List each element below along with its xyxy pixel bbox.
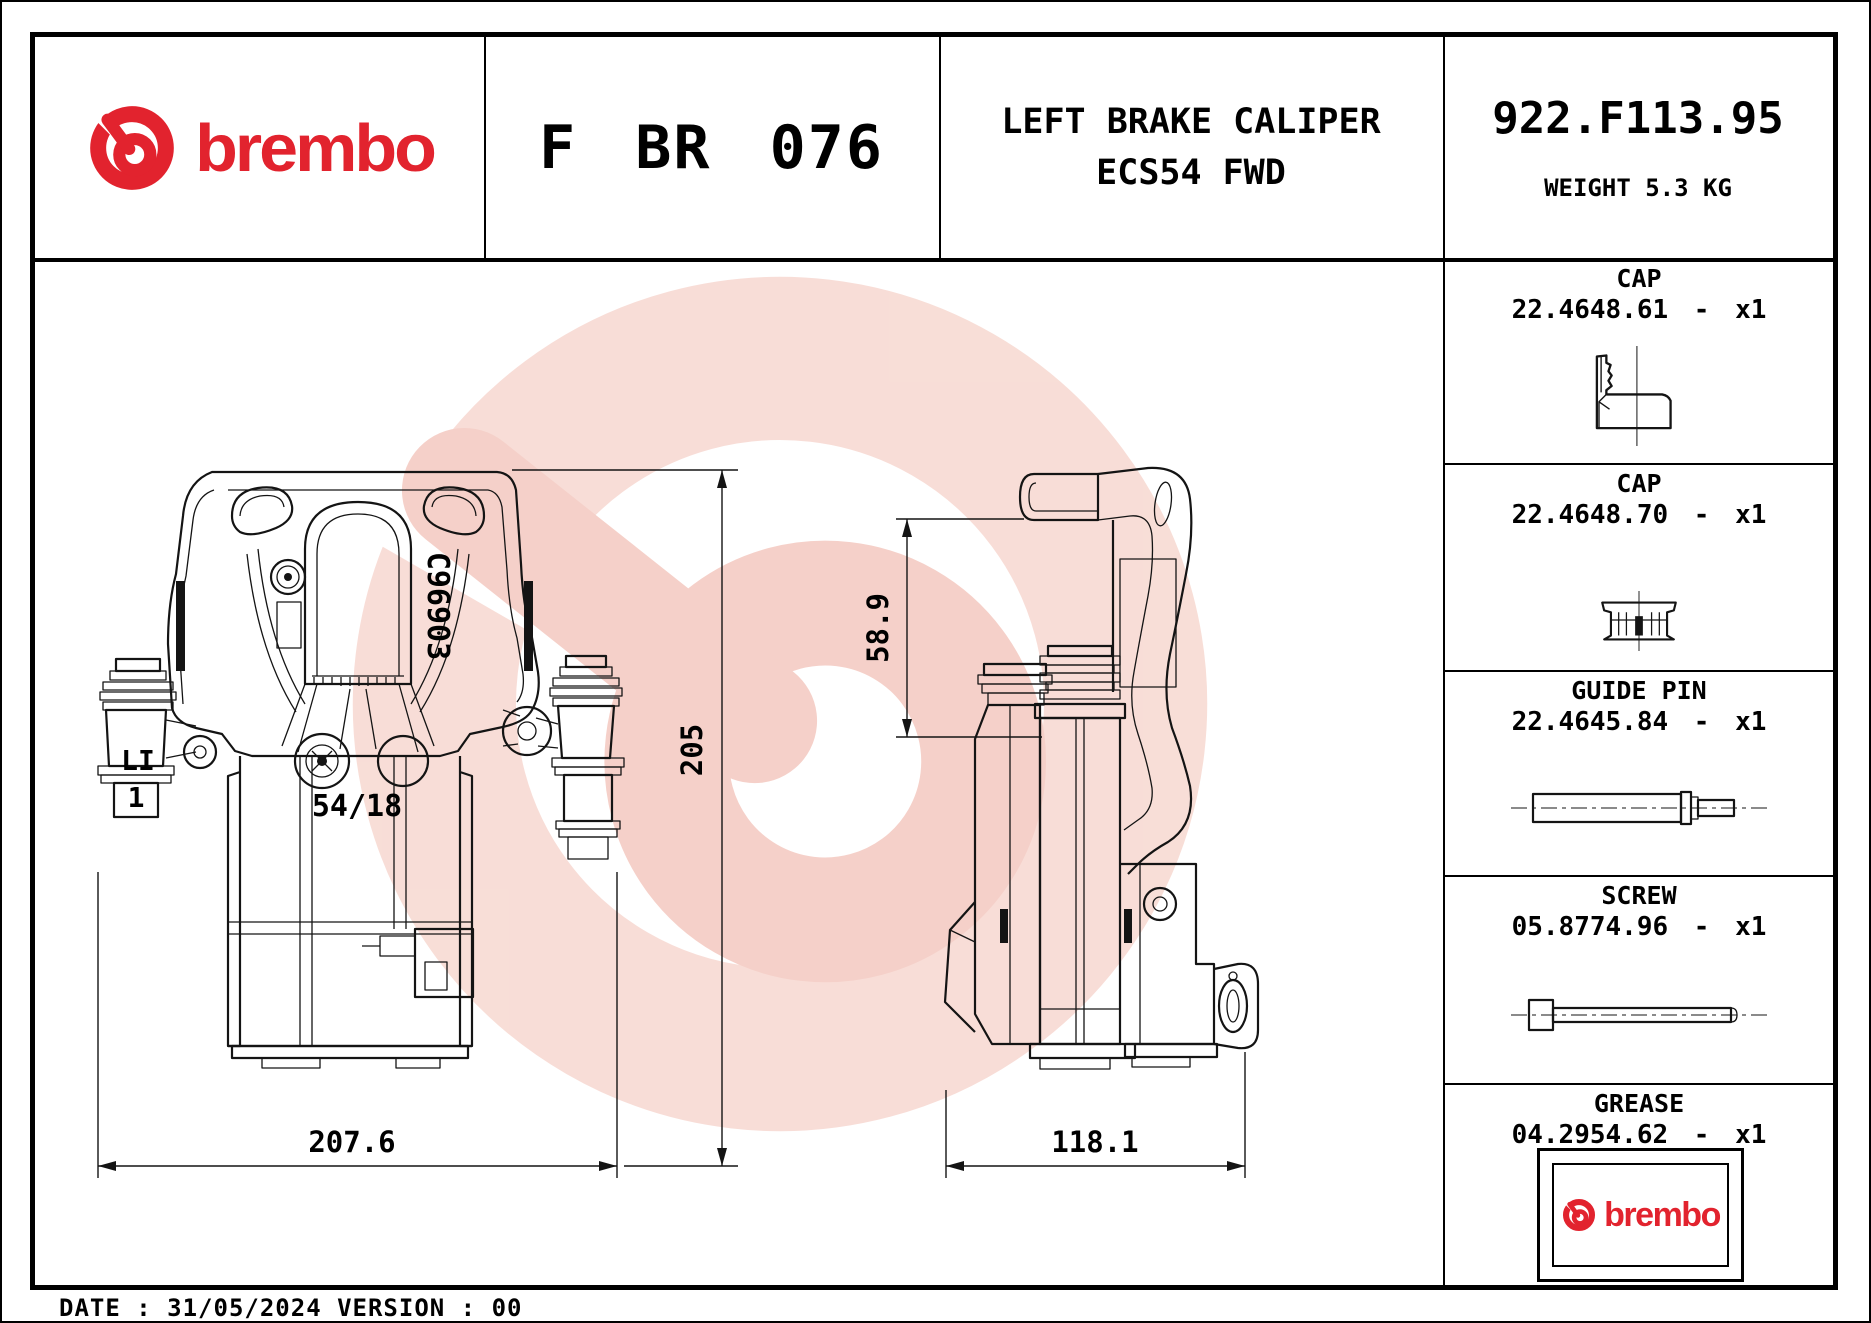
header-bottom-rule	[35, 258, 1833, 262]
weight-label: WEIGHT 5.3 KG	[1544, 174, 1732, 202]
kit-section-cap-2: CAP 22.4648.70 - x1	[1445, 463, 1833, 670]
drawing-labels: LI 1 54/18 C96903	[121, 552, 455, 824]
sidebar-divider-3	[1443, 875, 1833, 877]
header-divider-2	[939, 37, 941, 258]
sidebar-left-rule	[1443, 258, 1445, 1285]
kit-item-part: 22.4645.84 - x1	[1511, 707, 1767, 737]
part-number: 922.F113.95	[1492, 93, 1784, 144]
kit-item-part: 22.4648.70 - x1	[1511, 500, 1767, 530]
product-title-line1: LEFT BRAKE CALIPER	[1001, 101, 1381, 142]
kit-item-title: GUIDE PIN	[1571, 676, 1707, 705]
drawing-frame: brembo F BR 076 LEFT BRAKE CALIPER ECS54…	[30, 32, 1838, 1290]
kit-item-title: CAP	[1616, 264, 1662, 293]
grease-brand-wordmark: brembo	[1604, 1196, 1721, 1234]
guide-pin-icon	[1511, 790, 1767, 826]
product-title-line2: ECS54 FWD	[1096, 152, 1286, 193]
kit-item-part: 05.8774.96 - x1	[1511, 912, 1767, 942]
kit-section-guide-pin: GUIDE PIN 22.4645.84 - x1	[1445, 670, 1833, 875]
bleeder-fitting-left	[97, 657, 218, 819]
catalogue-code: F BR 076	[539, 112, 884, 183]
brand-logo: brembo	[35, 37, 484, 258]
footer-revision: DATE : 31/05/2024 VERSION : 00	[59, 1294, 523, 1322]
kit-item-part: 04.2954.62 - x1	[1511, 1120, 1767, 1150]
kit-section-screw: SCREW 05.8774.96 - x1	[1445, 875, 1833, 1083]
brembo-mark-icon	[88, 103, 174, 190]
sidebar-divider-1	[1443, 463, 1833, 465]
sidebar-divider-4	[1443, 1083, 1833, 1085]
dimension-annotations: 207.6 205 58.9 118.1	[97, 469, 1246, 1178]
catalogue-code-cell: F BR 076	[484, 37, 939, 258]
bleeder-number-label: 1	[128, 781, 145, 814]
dim-overall-height: 205	[675, 724, 709, 776]
screw-icon	[1511, 998, 1767, 1032]
caliper-technical-drawing: 207.6 205 58.9 118.1 LI 1	[97, 276, 1260, 1178]
sidebar-divider-2	[1443, 670, 1833, 672]
grease-pack-label: brembo	[1552, 1163, 1729, 1267]
caliper-front-view	[97, 470, 625, 1069]
bleeder-fitting-right	[535, 654, 625, 860]
brembo-mark-icon	[1562, 1198, 1596, 1232]
header-divider-3	[1443, 37, 1445, 258]
dim-overall-width: 207.6	[308, 1125, 395, 1159]
kit-item-title: CAP	[1616, 469, 1662, 498]
cap-angle-icon	[1595, 346, 1672, 446]
caliper-side-view	[943, 466, 1260, 1070]
dim-bracket-offset: 58.9	[861, 593, 895, 663]
kit-item-part: 22.4648.61 - x1	[1511, 295, 1767, 325]
pad-spec-label: 54/18	[312, 789, 402, 824]
kit-item-title: SCREW	[1601, 881, 1677, 910]
kit-item-title: GREASE	[1593, 1089, 1685, 1118]
brembo-watermark	[258, 276, 1208, 1132]
cap-plug-icon	[1601, 591, 1677, 651]
kit-section-cap-1: CAP 22.4648.61 - x1	[1445, 258, 1833, 463]
dim-side-depth: 118.1	[1051, 1125, 1138, 1159]
bleeder-mark-label: LI	[121, 744, 155, 777]
kit-section-grease: GREASE 04.2954.62 - x1 brembo	[1445, 1083, 1833, 1285]
product-title-cell: LEFT BRAKE CALIPER ECS54 FWD	[939, 37, 1443, 258]
part-number-cell: 922.F113.95 WEIGHT 5.3 KG	[1443, 37, 1833, 258]
grease-pack-icon: brembo	[1537, 1148, 1744, 1282]
casting-code-label: C96903	[420, 552, 455, 660]
brand-wordmark: brembo	[195, 110, 437, 185]
header-divider-1	[484, 37, 486, 258]
